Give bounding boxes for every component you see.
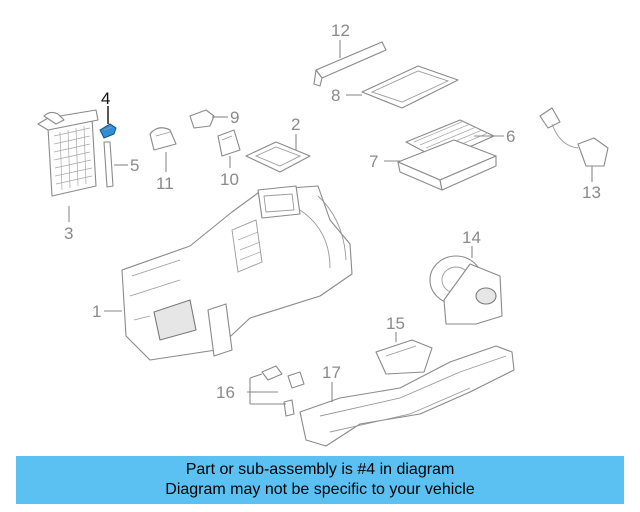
duct-adapter-part (149, 127, 177, 151)
seal-part-highlighted[interactable] (99, 123, 117, 139)
heater-core-part (37, 109, 99, 197)
hvac-case-part (121, 185, 353, 361)
duct-part (299, 345, 515, 447)
callout-7: 7 (369, 152, 378, 171)
callout-labels: 12 8 9 4 2 6 5 7 11 10 13 3 14 1 15 17 1… (64, 21, 601, 402)
callout-11: 11 (156, 174, 174, 193)
callout-8: 8 (331, 86, 340, 105)
panel-part (217, 129, 241, 157)
info-banner: Part or sub-assembly is #4 in diagram Di… (16, 456, 624, 504)
clip-part (189, 109, 215, 129)
callout-16: 16 (216, 383, 235, 402)
callout-1: 1 (92, 302, 101, 321)
callout-13: 13 (582, 183, 601, 202)
callout-5: 5 (130, 156, 139, 175)
callout-10: 10 (220, 170, 239, 189)
callout-2: 2 (291, 115, 300, 134)
gasket-part (245, 141, 311, 173)
filter-housing-part (397, 139, 497, 191)
callout-9: 9 (230, 108, 239, 127)
blower-motor-part (429, 255, 503, 325)
callout-14: 14 (462, 228, 481, 247)
parts-diagram: 12 8 9 4 2 6 5 7 11 10 13 3 14 1 15 17 1… (37, 21, 609, 447)
callout-12: 12 (331, 21, 350, 40)
actuator-part (539, 107, 609, 167)
callout-3: 3 (64, 224, 73, 243)
callout-4: 4 (101, 89, 110, 108)
sensor-part (261, 365, 305, 417)
banner-line-1: Part or sub-assembly is #4 in diagram (185, 461, 455, 478)
strip-part (313, 41, 387, 87)
callout-6: 6 (506, 127, 515, 146)
filter-frame-part (361, 65, 459, 109)
callout-15: 15 (386, 314, 405, 333)
banner-line-2: Diagram may not be specific to your vehi… (165, 481, 475, 498)
tube-part (103, 141, 114, 188)
callout-17: 17 (322, 363, 341, 382)
resistor-part (375, 339, 433, 375)
leader-lines (68, 40, 593, 405)
